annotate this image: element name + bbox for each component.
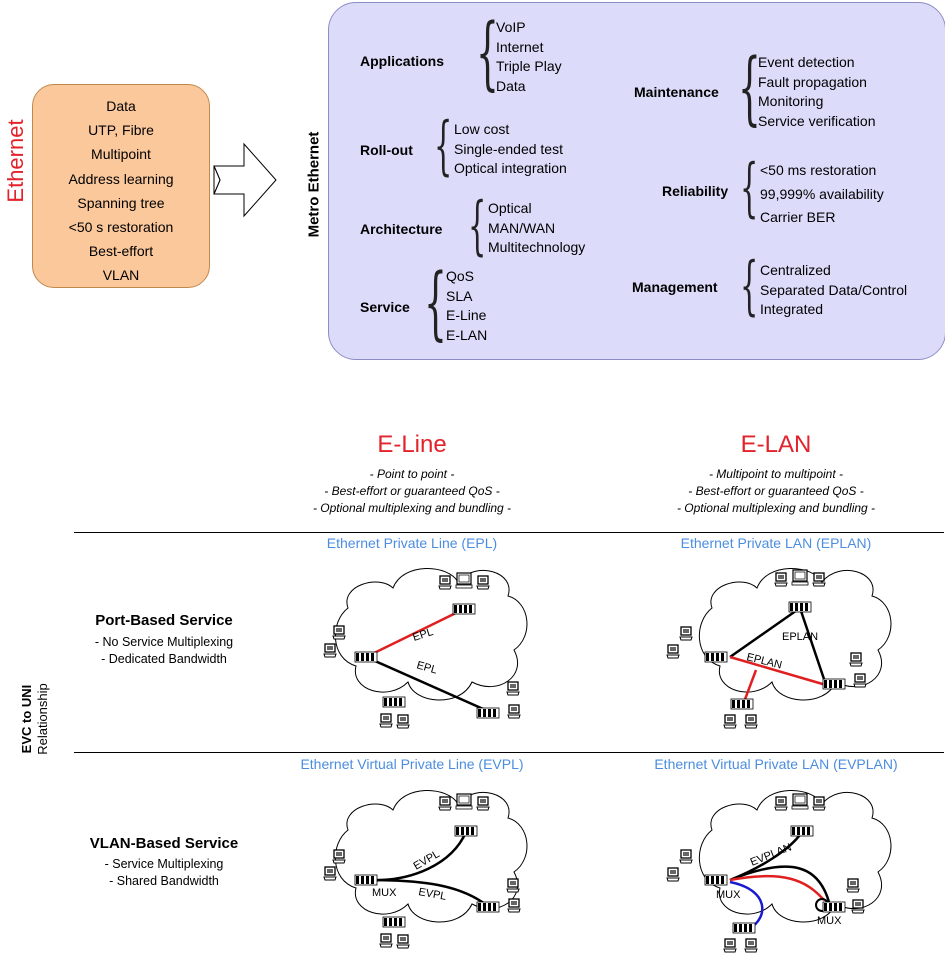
- list-item: QoS: [446, 268, 475, 284]
- divider: [74, 752, 944, 753]
- link-label: EPL: [415, 659, 438, 676]
- feature-item: <50 s restoration: [68, 219, 174, 236]
- maintenance-list: Event detection Fault propagation Monito…: [758, 53, 876, 131]
- note-line: - Optional multiplexing and bundling -: [676, 501, 876, 515]
- list-item: 99,999% availability: [760, 185, 884, 202]
- note-line: - Multipoint to multipoint -: [708, 467, 844, 481]
- list-item: Data: [496, 77, 526, 94]
- group-maintenance: Maintenance: [634, 84, 719, 100]
- feature-item: Data: [106, 98, 136, 114]
- list-item: Centralized: [760, 262, 831, 278]
- management-list: Centralized Separated Data/Control Integ…: [760, 261, 907, 320]
- row-notes-port-based: - No Service Multiplexing - Dedicated Ba…: [64, 634, 264, 668]
- brace-icon: {: [424, 256, 447, 349]
- column-notes-e-line: - Point to point - - Best-effort or guar…: [262, 466, 562, 517]
- row-notes-vlan-based: - Service Multiplexing - Shared Bandwidt…: [64, 856, 264, 890]
- list-item: Low cost: [454, 121, 510, 137]
- row-title-vlan-based: VLAN-Based Service: [89, 835, 239, 852]
- mux-label: MUX: [716, 889, 741, 901]
- list-item: E-LAN: [446, 326, 488, 343]
- feature-item: Best-effort: [88, 243, 154, 260]
- list-item: Monitoring: [758, 93, 824, 109]
- feature-item: Address learning: [68, 170, 174, 187]
- note-line: - No Service Multiplexing: [94, 635, 234, 649]
- list-item: MAN/WAN: [488, 219, 556, 236]
- ethernet-features-box: Data UTP, Fibre Multipoint Address learn…: [32, 84, 210, 288]
- brace-icon: {: [468, 189, 487, 263]
- note-line: - Service Multiplexing: [104, 857, 224, 871]
- feature-item: VLAN: [102, 267, 140, 284]
- column-notes-e-lan: - Multipoint to multipoint - - Best-effo…: [626, 466, 926, 517]
- list-item: Triple Play: [496, 58, 562, 74]
- group-reliability: Reliability: [662, 183, 729, 199]
- service-name-epl: Ethernet Private Line (EPL): [326, 535, 498, 551]
- brace-icon: {: [740, 249, 759, 323]
- link-label: EVPL: [417, 886, 447, 903]
- column-title-e-lan: E-LAN: [740, 431, 812, 458]
- brace-icon: {: [434, 109, 453, 183]
- group-roll-out: Roll-out: [360, 142, 413, 158]
- brace-icon: {: [740, 151, 759, 225]
- divider: [74, 532, 944, 533]
- note-line: - Point to point -: [369, 467, 455, 481]
- list-item: Service verification: [758, 112, 876, 129]
- note-line: - Best-effort or guaranteed QoS -: [324, 484, 500, 498]
- service-name-evpl: Ethernet Virtual Private Line (EVPL): [300, 756, 524, 772]
- link-label: EPLAN: [782, 631, 818, 643]
- column-title-e-line: E-Line: [377, 431, 447, 458]
- list-item: Fault propagation: [758, 73, 867, 90]
- transition-arrow-icon: [213, 142, 277, 218]
- roll-out-list: Low cost Single-ended test Optical integ…: [454, 120, 567, 179]
- note-line: - Optional multiplexing and bundling -: [312, 501, 512, 515]
- group-service: Service: [360, 299, 410, 315]
- mux-label: MUX: [817, 915, 842, 927]
- group-architecture: Architecture: [360, 221, 443, 237]
- architecture-list: Optical MAN/WAN Multitechnology: [488, 199, 585, 258]
- applications-list: VoIP Internet Triple Play Data: [496, 18, 562, 96]
- list-item: Single-ended test: [454, 140, 563, 157]
- note-line: - Shared Bandwidth: [109, 874, 219, 888]
- reliability-list: <50 ms restoration 99,999% availability …: [760, 159, 884, 230]
- metro-ethernet-box: [328, 2, 945, 360]
- group-management: Management: [632, 279, 718, 295]
- service-list: QoS SLA E-Line E-LAN: [446, 267, 487, 345]
- brace-icon: {: [738, 41, 761, 134]
- list-item: Multitechnology: [488, 239, 586, 255]
- mux-label: MUX: [372, 887, 397, 899]
- list-item: Internet: [496, 38, 544, 55]
- list-item: Event detection: [758, 54, 855, 70]
- note-line: - Best-effort or guaranteed QoS -: [688, 484, 864, 498]
- feature-item: Multipoint: [91, 146, 151, 163]
- row-title-port-based: Port-Based Service: [95, 612, 233, 629]
- list-item: VoIP: [496, 19, 526, 35]
- service-name-evplan: Ethernet Virtual Private LAN (EVPLAN): [654, 756, 898, 772]
- feature-item: UTP, Fibre: [88, 122, 154, 139]
- list-item: Integrated: [760, 301, 824, 317]
- feature-item: Spanning tree: [77, 194, 165, 211]
- list-item: Optical integration: [454, 160, 567, 176]
- list-item: <50 ms restoration: [760, 162, 877, 178]
- list-item: E-Line: [446, 307, 487, 323]
- list-item: Optical: [488, 200, 532, 216]
- note-line: - Dedicated Bandwidth: [101, 652, 227, 666]
- list-item: Separated Data/Control: [760, 281, 908, 298]
- service-name-eplan: Ethernet Private LAN (EPLAN): [680, 535, 872, 551]
- list-item: Carrier BER: [760, 209, 836, 225]
- list-item: SLA: [446, 287, 473, 304]
- group-applications: Applications: [360, 53, 445, 69]
- brace-icon: {: [476, 6, 499, 99]
